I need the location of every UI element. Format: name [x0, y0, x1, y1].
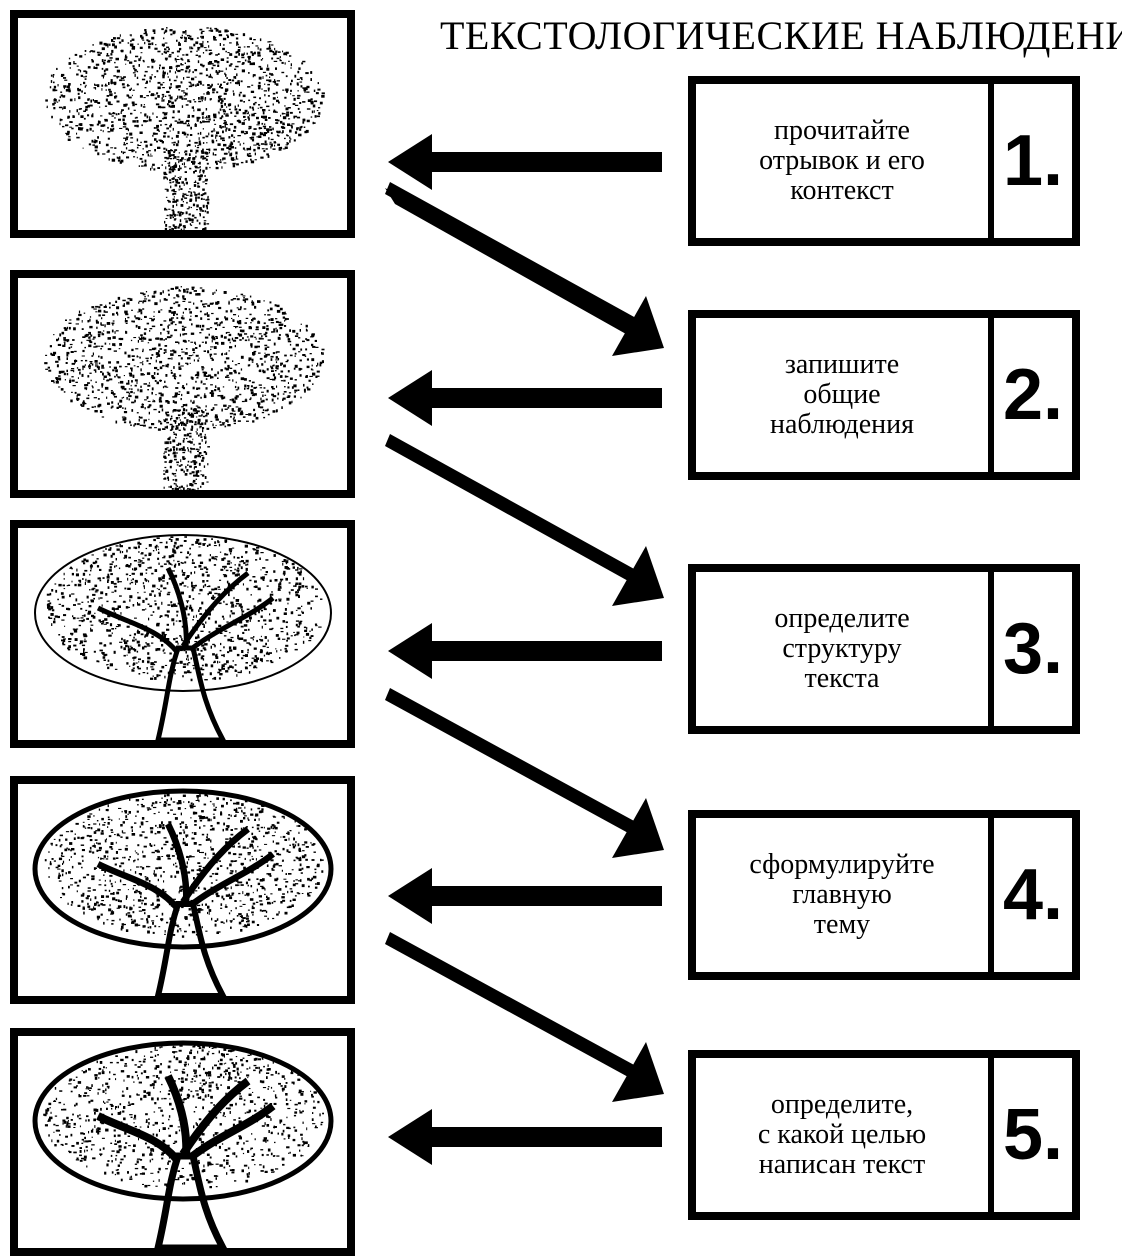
step-2-line-3: наблюдения	[770, 409, 914, 440]
tree-stage-2-drawing	[44, 286, 325, 490]
step-text-2: запишите общие наблюдения	[696, 318, 994, 472]
step-1-line-3: контекст	[790, 175, 894, 206]
tree-stage-3-icon	[10, 520, 355, 748]
step-5-line-2: с какой целью	[757, 1119, 927, 1150]
left-arrow-4-icon	[388, 868, 662, 924]
step-box-1: прочитайте отрывок и его контекст 1.	[688, 76, 1080, 246]
step-text-5: определите, с какой целью написан текст	[696, 1058, 994, 1212]
step-text-1: прочитайте отрывок и его контекст	[696, 84, 994, 238]
step-2-line-1: запишите	[784, 349, 900, 380]
tree-stage-5-drawing	[32, 1040, 334, 1248]
left-arrow-5-icon	[388, 1109, 662, 1165]
step-box-3: определите структуру текста 3.	[688, 564, 1080, 734]
step-box-4: сформулируйте главную тему 4.	[688, 810, 1080, 980]
step-number-4: 4.	[1002, 855, 1064, 935]
step-5-line-1: определите,	[770, 1089, 914, 1120]
step-4-line-3: тему	[813, 909, 871, 940]
step-text-3: определите структуру текста	[696, 572, 994, 726]
diagonal-arrow-2-icon	[385, 434, 664, 606]
diagonal-arrow-3-icon	[385, 688, 664, 858]
step-box-2: запишите общие наблюдения 2.	[688, 310, 1080, 480]
step-4-line-1: сформулируйте	[749, 849, 935, 880]
diagonal-arrow-4-icon	[385, 932, 664, 1102]
left-arrow-3-icon	[388, 623, 662, 679]
tree-stage-5-icon	[10, 1028, 355, 1256]
step-number-3: 3.	[1002, 609, 1064, 689]
step-5-line-3: написан текст	[758, 1149, 926, 1180]
step-number-5: 5.	[1002, 1095, 1064, 1175]
step-4-line-2: главную	[792, 879, 892, 910]
step-3-line-1: определите	[774, 603, 910, 634]
tree-stage-4-drawing	[32, 788, 334, 996]
page-title: ТЕКСТОЛОГИЧЕСКИЕ НАБЛЮДЕНИЯ	[440, 13, 1122, 58]
step-1-line-1: прочитайте	[774, 115, 910, 146]
diagonal-arrow-1-icon	[385, 182, 664, 356]
tree-stage-3-drawing	[34, 534, 332, 740]
left-arrow-2-icon	[388, 370, 662, 426]
step-text-4: сформулируйте главную тему	[696, 818, 994, 972]
step-box-5: определите, с какой целью написан текст …	[688, 1050, 1080, 1220]
tree-stage-4-icon	[10, 776, 355, 1004]
tree-stage-1-icon	[10, 10, 355, 238]
step-2-line-2: общие	[803, 379, 881, 410]
step-3-line-2: структуру	[782, 633, 902, 664]
step-number-2: 2.	[1002, 355, 1064, 435]
step-1-line-2: отрывок и его	[759, 145, 925, 176]
tree-stage-1-drawing	[45, 27, 325, 230]
tree-stage-2-icon	[10, 270, 355, 498]
left-arrow-1-icon	[388, 134, 662, 190]
step-number-1: 1.	[1002, 121, 1064, 201]
step-3-line-3: текста	[804, 663, 880, 694]
